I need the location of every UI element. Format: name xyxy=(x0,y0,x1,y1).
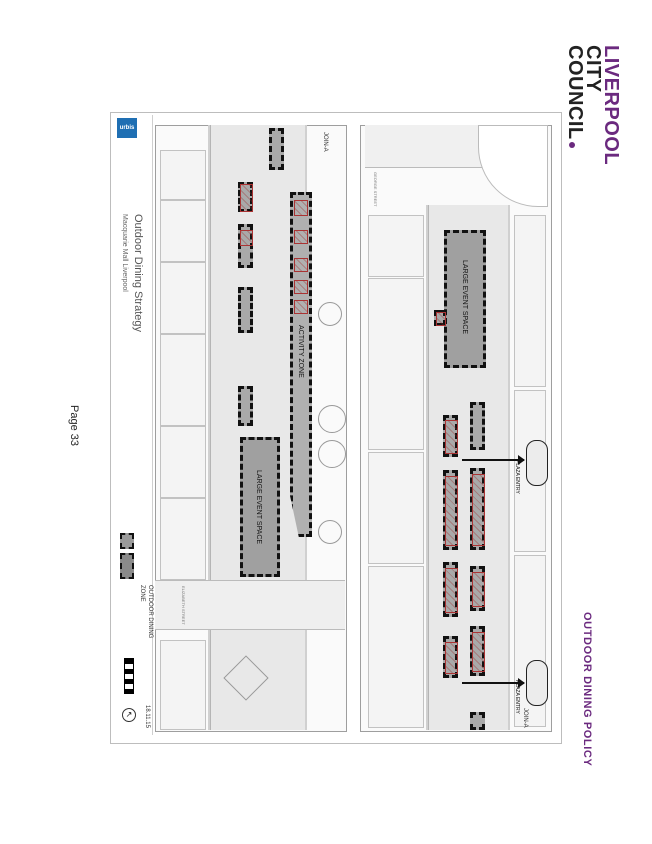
entry-arrow xyxy=(462,459,524,461)
legend-label: OUTDOOR DINING ZONE xyxy=(139,585,153,639)
page-number: Page 33 xyxy=(68,405,80,446)
building-plot xyxy=(368,278,424,450)
join-label: JOIN-A xyxy=(322,132,328,152)
scale-bar xyxy=(124,658,134,694)
building-line xyxy=(426,205,428,730)
hatched-zone xyxy=(240,184,253,212)
hatched-zone xyxy=(240,230,253,246)
logo-line-1: LIVERPOOL xyxy=(600,45,622,166)
hatched-zone xyxy=(445,642,458,674)
hatched-zone xyxy=(445,420,458,454)
building-plot xyxy=(160,498,206,580)
building-plot xyxy=(160,640,206,730)
large-event-space-label: LARGE EVENT SPACE xyxy=(255,470,262,545)
building-plot xyxy=(368,452,424,564)
outdoor-dining-zone xyxy=(470,712,485,730)
drawing-date: 18.11.15 xyxy=(144,705,150,728)
entry-arrow xyxy=(462,682,524,684)
logo-line-3: COUNCIL xyxy=(564,45,586,205)
building-plot xyxy=(368,215,424,277)
street-label: GEORGE STREET xyxy=(373,172,378,207)
outdoor-dining-zone xyxy=(470,402,485,450)
title-block xyxy=(112,115,153,735)
hatched-zone xyxy=(294,300,308,314)
building-plot xyxy=(160,200,206,262)
outdoor-dining-zone xyxy=(443,415,458,457)
outdoor-dining-zone xyxy=(238,287,253,333)
building-plot xyxy=(160,426,206,498)
outdoor-dining-zone xyxy=(269,128,284,170)
building-line xyxy=(208,125,210,730)
hatched-zone xyxy=(294,258,308,272)
building-plot xyxy=(514,215,546,387)
join-label: JOIN-A xyxy=(522,708,528,728)
activity-zone-label: ACTIVITY ZONE xyxy=(297,325,304,378)
building-line xyxy=(508,205,510,730)
activity-zone xyxy=(290,192,312,537)
outdoor-dining-zone xyxy=(470,626,485,676)
outdoor-dining-zone xyxy=(434,310,446,326)
cross-street xyxy=(155,580,345,630)
legend-swatch-hatched xyxy=(120,533,134,549)
arrow-head-icon xyxy=(518,678,525,688)
tree-canopy xyxy=(318,405,346,433)
hatched-zone xyxy=(445,476,458,546)
liverpool-city-council-logo: LIVERPOOL CITY COUNCIL xyxy=(560,45,622,205)
tree-canopy xyxy=(318,440,346,468)
tree-canopy xyxy=(318,302,342,326)
building-plot xyxy=(160,150,206,200)
large-event-space xyxy=(444,230,486,368)
large-event-space-label: LARGE EVENT SPACE xyxy=(461,260,468,335)
outdoor-dining-zone xyxy=(470,566,485,611)
plaza-entry-marker: PLAZA ENTRY xyxy=(514,440,548,494)
hatched-zone xyxy=(294,200,308,216)
hatched-zone xyxy=(445,568,458,613)
hatched-zone xyxy=(294,230,308,244)
hatched-zone xyxy=(436,312,446,326)
outdoor-dining-zone xyxy=(238,182,253,212)
strategy-title: Outdoor Dining Strategy xyxy=(132,214,144,333)
plaza-entry-label: PLAZA ENTRY xyxy=(514,460,521,494)
hatched-zone xyxy=(472,632,485,672)
large-event-space xyxy=(240,437,280,577)
logo-dot-icon xyxy=(569,141,575,148)
tree-canopy xyxy=(318,520,342,544)
plaza-entry-label: PLAZA ENTRY xyxy=(514,680,521,714)
outdoor-dining-zone xyxy=(443,636,458,678)
outdoor-dining-zone xyxy=(238,386,253,426)
urbis-logo: urbis xyxy=(117,118,137,138)
plaza-entry-marker: PLAZA ENTRY xyxy=(514,660,548,714)
policy-title: OUTDOOR DINING POLICY xyxy=(581,612,593,767)
street-label: ELIZABETH STREET xyxy=(181,586,186,625)
north-arrow-icon: ↗ xyxy=(122,708,136,722)
outdoor-dining-zone xyxy=(443,470,458,550)
arrow-head-icon xyxy=(518,455,525,465)
building-plot xyxy=(368,566,424,728)
outdoor-dining-zone xyxy=(470,468,485,550)
hatched-zone xyxy=(472,572,485,607)
strategy-subtitle: Macquarie Mall Liverpool xyxy=(121,214,128,292)
hatched-zone xyxy=(294,280,308,294)
building-plot xyxy=(160,334,206,426)
building-plot xyxy=(160,262,206,334)
outdoor-dining-zone xyxy=(238,224,253,268)
hatched-zone xyxy=(472,474,485,546)
outdoor-dining-zone xyxy=(443,562,458,617)
legend-swatch-zone xyxy=(120,553,134,579)
